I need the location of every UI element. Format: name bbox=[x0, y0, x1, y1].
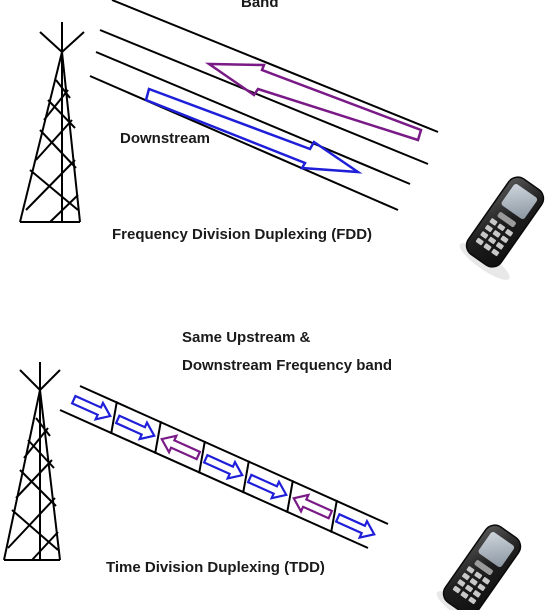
tdd-band-line-top bbox=[79, 385, 389, 525]
fdd-mobile-phone-icon bbox=[459, 176, 545, 280]
tdd-slot-separator bbox=[330, 499, 338, 533]
tdd-slot-separator bbox=[198, 440, 206, 474]
tdd-upstream-slot-arrow bbox=[160, 434, 202, 461]
tdd-downstream-slot-arrow bbox=[246, 473, 288, 500]
tdd-slot-separator bbox=[154, 421, 162, 454]
tdd-downstream-slot-arrow bbox=[334, 512, 376, 540]
tdd-mobile-phone-icon bbox=[436, 524, 522, 615]
fdd-downstream-label: Downstream bbox=[120, 130, 211, 147]
tdd-same-band-line2: Downstream Frequency band bbox=[182, 357, 393, 374]
fdd-band-line-4 bbox=[89, 75, 399, 211]
tdd-slot-arrows bbox=[70, 394, 376, 540]
tdd-slot-separator bbox=[286, 480, 294, 513]
fdd-band-line-3 bbox=[95, 51, 411, 185]
fdd-upstream-arrow bbox=[204, 62, 423, 142]
tdd-upstream-slot-arrow bbox=[292, 493, 334, 520]
tdd-downstream-slot-arrow bbox=[202, 453, 244, 481]
fdd-band-line-2 bbox=[99, 29, 429, 165]
tdd-band bbox=[59, 385, 389, 549]
tdd-downstream-slot-arrow bbox=[70, 394, 112, 421]
tdd-downstream-slot-arrow bbox=[114, 414, 156, 441]
tdd-slot-separator bbox=[242, 460, 250, 494]
tdd-tower-icon bbox=[3, 362, 61, 561]
fdd-tower-icon bbox=[19, 22, 85, 223]
fdd-caption: Frequency Division Duplexing (FDD) bbox=[112, 226, 373, 243]
tdd-slot-separator bbox=[110, 401, 118, 435]
tdd-slot-separators bbox=[110, 401, 338, 533]
fdd-band-lines bbox=[89, 0, 439, 211]
fdd-band-label: Band bbox=[241, 0, 279, 11]
tdd-caption: Time Division Duplexing (TDD) bbox=[106, 559, 325, 576]
tdd-band-line-bottom bbox=[59, 409, 369, 549]
tdd-same-band-line1: Same Upstream & bbox=[182, 329, 311, 346]
fdd-band-line-1 bbox=[111, 0, 439, 133]
fdd-downstream-arrow bbox=[144, 87, 363, 174]
